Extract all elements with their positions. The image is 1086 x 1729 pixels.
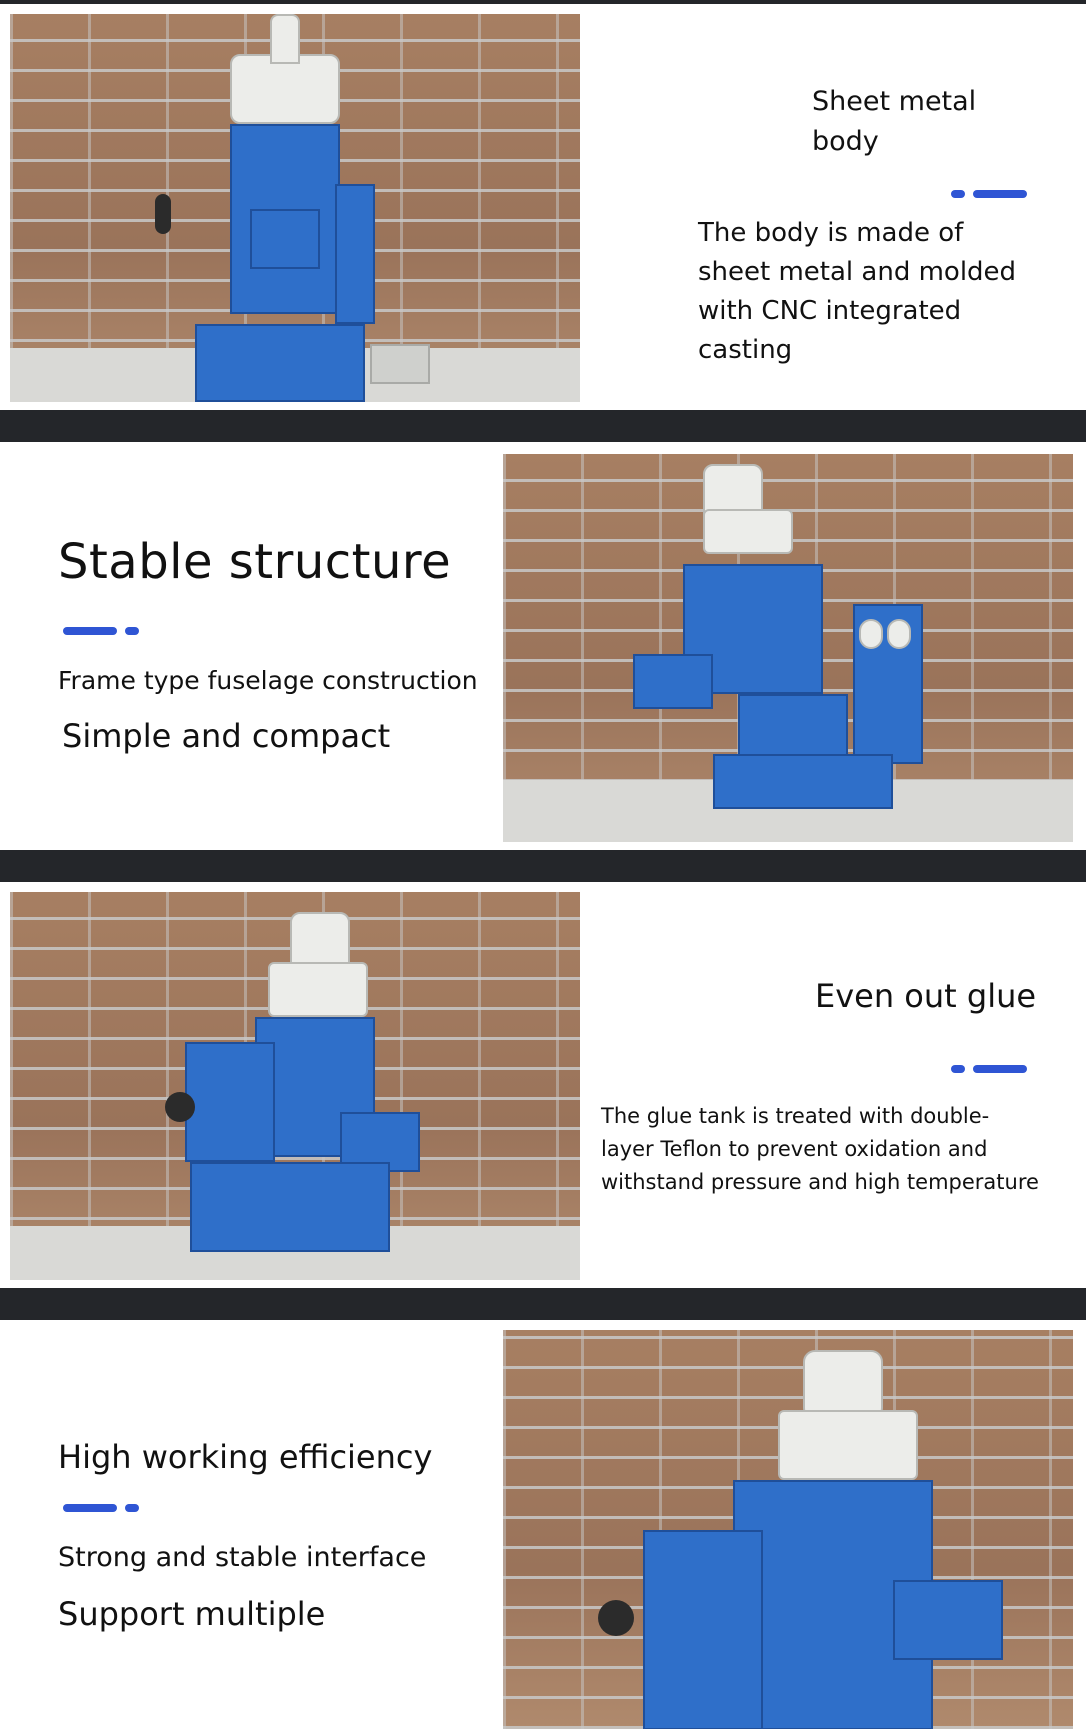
section-title: Even out glue bbox=[815, 977, 1037, 1015]
feature-section-sheet-metal: Sheet metal body The body is made of she… bbox=[0, 4, 1086, 410]
section-line-2: Support multiple bbox=[58, 1595, 326, 1633]
section-line-1: Frame type fuselage construction bbox=[58, 666, 478, 695]
section-line-2: Simple and compact bbox=[62, 717, 391, 755]
section-title: High working efficiency bbox=[58, 1438, 433, 1476]
product-photo-front bbox=[10, 14, 580, 402]
section-title: Stable structure bbox=[58, 534, 452, 590]
section-description: The body is made of sheet metal and mold… bbox=[698, 218, 1017, 365]
accent-dash bbox=[63, 627, 139, 635]
feature-section-efficiency: High working efficiency Strong and stabl… bbox=[0, 1320, 1086, 1729]
accent-dash bbox=[951, 190, 1027, 198]
section-line-1: Strong and stable interface bbox=[58, 1542, 427, 1573]
accent-dash bbox=[951, 1065, 1027, 1073]
accent-dash bbox=[63, 1504, 139, 1512]
product-photo-angle bbox=[503, 454, 1073, 842]
product-photo-side bbox=[10, 892, 580, 1280]
section-description: The glue tank is treated with double-lay… bbox=[601, 1104, 1039, 1194]
section-title: Sheet metal body bbox=[812, 86, 977, 157]
feature-section-stable-structure: Stable structure Frame type fuselage con… bbox=[0, 442, 1086, 850]
product-photo-closeup bbox=[503, 1330, 1073, 1729]
feature-section-even-glue: Even out glue The glue tank is treated w… bbox=[0, 882, 1086, 1288]
